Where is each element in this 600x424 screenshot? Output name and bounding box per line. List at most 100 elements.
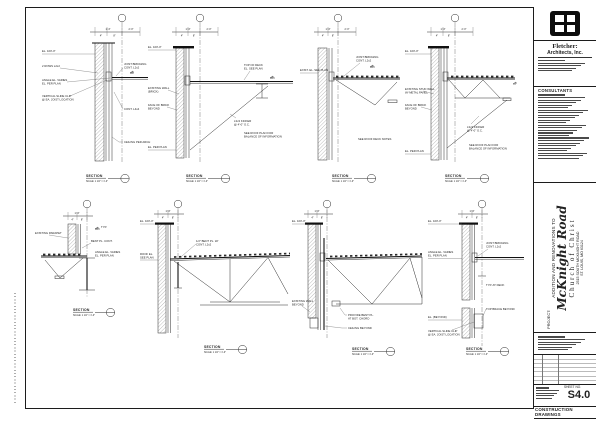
svg-text:EXISTING PARAPET: EXISTING PARAPET [35,231,62,235]
svg-text:CONT. L2x2: CONT. L2x2 [486,245,502,249]
svg-text:SEE PLAN: SEE PLAN [140,256,154,260]
annotations: EL. 100'-0" ROOF EL. SEE PLAN 1/2" BENT … [140,219,218,261]
grid-bubble [333,13,343,162]
annotations: EL. 100'-0" 2 ROWS L2x2 ANGLE EL. VARIES… [42,49,150,144]
grid-bubble [477,199,487,346]
grid-bubble [322,199,332,338]
svg-text:SECTION: SECTION [332,174,349,178]
svg-text:VERTICAL SLIDE CLIP: VERTICAL SLIDE CLIP [42,94,72,98]
svg-text:EL. 100'-0": EL. 100'-0" [292,219,306,223]
firm-name: Fletcher: [552,43,578,50]
svg-text:2 ROWS L2x2: 2 ROWS L2x2 [42,64,60,68]
svg-text:EL. PER PLAN: EL. PER PLAN [428,254,447,258]
svg-text:BALANCE OF INFORMATION: BALANCE OF INFORMATION [469,147,507,151]
dimension-string: 1'-4" 4" 8" [458,210,488,220]
annotations: EXISTING PARAPET TYP. BENT PL. CONT. ANG… [35,225,120,258]
svg-text:CONT. L2x2: CONT. L2x2 [196,243,212,247]
deck-joist-beam [41,253,95,291]
project-name: McKnight Road [554,205,569,311]
svg-text:EL. 100'-0": EL. 100'-0" [148,45,162,49]
svg-text:4": 4" [466,217,468,220]
svg-text:TYP. AT DECK: TYP. AT DECK [486,283,504,287]
dimension-string: 1'-4" 4" 8" [63,212,93,222]
svg-text:ANGLE EL. VARIES: ANGLE EL. VARIES [428,250,453,254]
svg-text:1'-4": 1'-4" [315,210,320,213]
svg-text:1'-4": 1'-4" [106,28,111,31]
svg-text:8": 8" [172,217,174,220]
section-title: SECTION SCALE: 1 1/2" = 1'-0" [186,174,230,183]
svg-text:SCALE: 1 1/2" = 1'-0": SCALE: 1 1/2" = 1'-0" [73,314,95,317]
svg-text:SCALE: 1 1/2" = 1'-0": SCALE: 1 1/2" = 1'-0" [186,180,208,183]
svg-text:2'-0": 2'-0" [462,28,467,31]
svg-text:CONT. L4x4: CONT. L4x4 [124,107,140,111]
svg-text:L3x3 KICKER: L3x3 KICKER [234,119,251,123]
construction-drawings-label: CONSTRUCTION DRAWINGS [534,407,596,419]
section-title: SECTION SCALE: 1 1/2" = 1'-0" [466,347,509,356]
svg-text:SCALE: 1 1/2" = 1'-0": SCALE: 1 1/2" = 1'-0" [204,351,226,354]
svg-text:EL. 100'-0": EL. 100'-0" [42,49,56,53]
firm-name-panel: Fletcher: Architects, Inc. [534,41,596,87]
wall-section [317,47,333,161]
svg-text:@ 4'-0" O.C.: @ 4'-0" O.C. [234,123,250,127]
revision-col-divider-2 [558,355,559,384]
svg-text:4": 4" [100,35,102,38]
svg-text:1/2" BENT PL. W/: 1/2" BENT PL. W/ [196,239,218,243]
svg-text:FACE OF BRICK: FACE OF BRICK [405,103,426,107]
svg-text:8": 8" [476,217,478,220]
sheet-info-panel: SHEET NO. S4.0 [534,385,596,407]
wall-sections [459,222,478,339]
consultants-list [538,94,592,159]
svg-text:TYP.: TYP. [101,225,107,229]
svg-text:@ EA. JOIST LOCATION: @ EA. JOIST LOCATION [42,98,74,102]
firm-address-lines [538,60,592,72]
svg-text:EL. PER PLAN: EL. PER PLAN [42,82,61,86]
svg-text:BEYOND: BEYOND [292,303,304,307]
svg-text:BALANCE OF INFORMATION: BALANCE OF INFORMATION [244,135,282,139]
svg-text:ROOF EL.: ROOF EL. [140,252,153,256]
svg-text:SECTION: SECTION [352,347,369,351]
annotations: EL. 100'-0" ANGLE EL. VARIES EL. PER PLA… [428,219,515,337]
svg-text:CONT. L2x2: CONT. L2x2 [356,59,372,63]
shelf-angle-clips [471,252,524,329]
svg-text:PROVIDE BENT PL.: PROVIDE BENT PL. [348,313,374,317]
notes-lines [538,336,592,351]
section-detail-5: 1'-4" 4" 8" EXISTING PARAPET TYP. BENT P… [35,199,120,317]
project-info-fields [536,386,562,400]
svg-text:JOIST BRIDGING: JOIST BRIDGING [124,62,146,66]
svg-text:W/ METAL PANEL: W/ METAL PANEL [405,91,428,95]
svg-text:4": 4" [162,217,164,220]
deck-and-truss [319,252,423,307]
svg-text:SECTION: SECTION [73,308,90,312]
svg-text:VERTICAL SLIDE CLIP: VERTICAL SLIDE CLIP [428,329,458,333]
svg-text:JOIST BRIDGING: JOIST BRIDGING [356,55,378,59]
svg-text:AT BOT. CHORD: AT BOT. CHORD [348,317,369,321]
footer-panel: CONSTRUCTION DRAWINGS [534,407,596,419]
svg-text:EL. PER PLAN: EL. PER PLAN [405,149,424,153]
svg-text:SCALE: 1 1/2" = 1'-0": SCALE: 1 1/2" = 1'-0" [445,180,467,183]
svg-text:L3x3 KICKER: L3x3 KICKER [467,125,484,129]
plot-stamp [14,293,16,405]
svg-text:4": 4" [181,35,183,38]
svg-text:JOIST BRIDGING: JOIST BRIDGING [486,241,508,245]
svg-text:1'-4": 1'-4" [441,28,446,31]
project-address-2: ST. LOUIS, MO 63124 [580,240,584,276]
sheet-number: S4.0 [567,389,591,401]
revision-col-divider [542,355,543,384]
sheet-border [25,7,596,409]
deck-joist-kicker [442,71,515,149]
wall-section [173,46,194,159]
section-title: SECTION SCALE: 1 1/2" = 1'-0" [332,174,376,183]
title-block: Fletcher: Architects, Inc. CONSULTANTS P… [533,7,596,419]
section-title: SECTION SCALE: 1 1/2" = 1'-0" [73,308,115,317]
svg-text:BENT PL. CONT.: BENT PL. CONT. [91,239,113,243]
deck-and-kicker [184,75,293,151]
svg-text:SCALE: 1 1/2" = 1'-0": SCALE: 1 1/2" = 1'-0" [86,180,108,183]
svg-text:SEE ROOF DECK NOTES: SEE ROOF DECK NOTES [358,137,392,141]
svg-text:SECTION: SECTION [186,174,203,178]
svg-text:TOP BRACE BEYOND: TOP BRACE BEYOND [486,307,515,311]
firm-logo-panel [534,7,596,41]
svg-text:SECTION: SECTION [445,174,462,178]
annotations: EXIST. EL. SEE PLAN JOIST BRIDGING CONT.… [300,55,392,141]
svg-text:4": 4" [322,35,324,38]
